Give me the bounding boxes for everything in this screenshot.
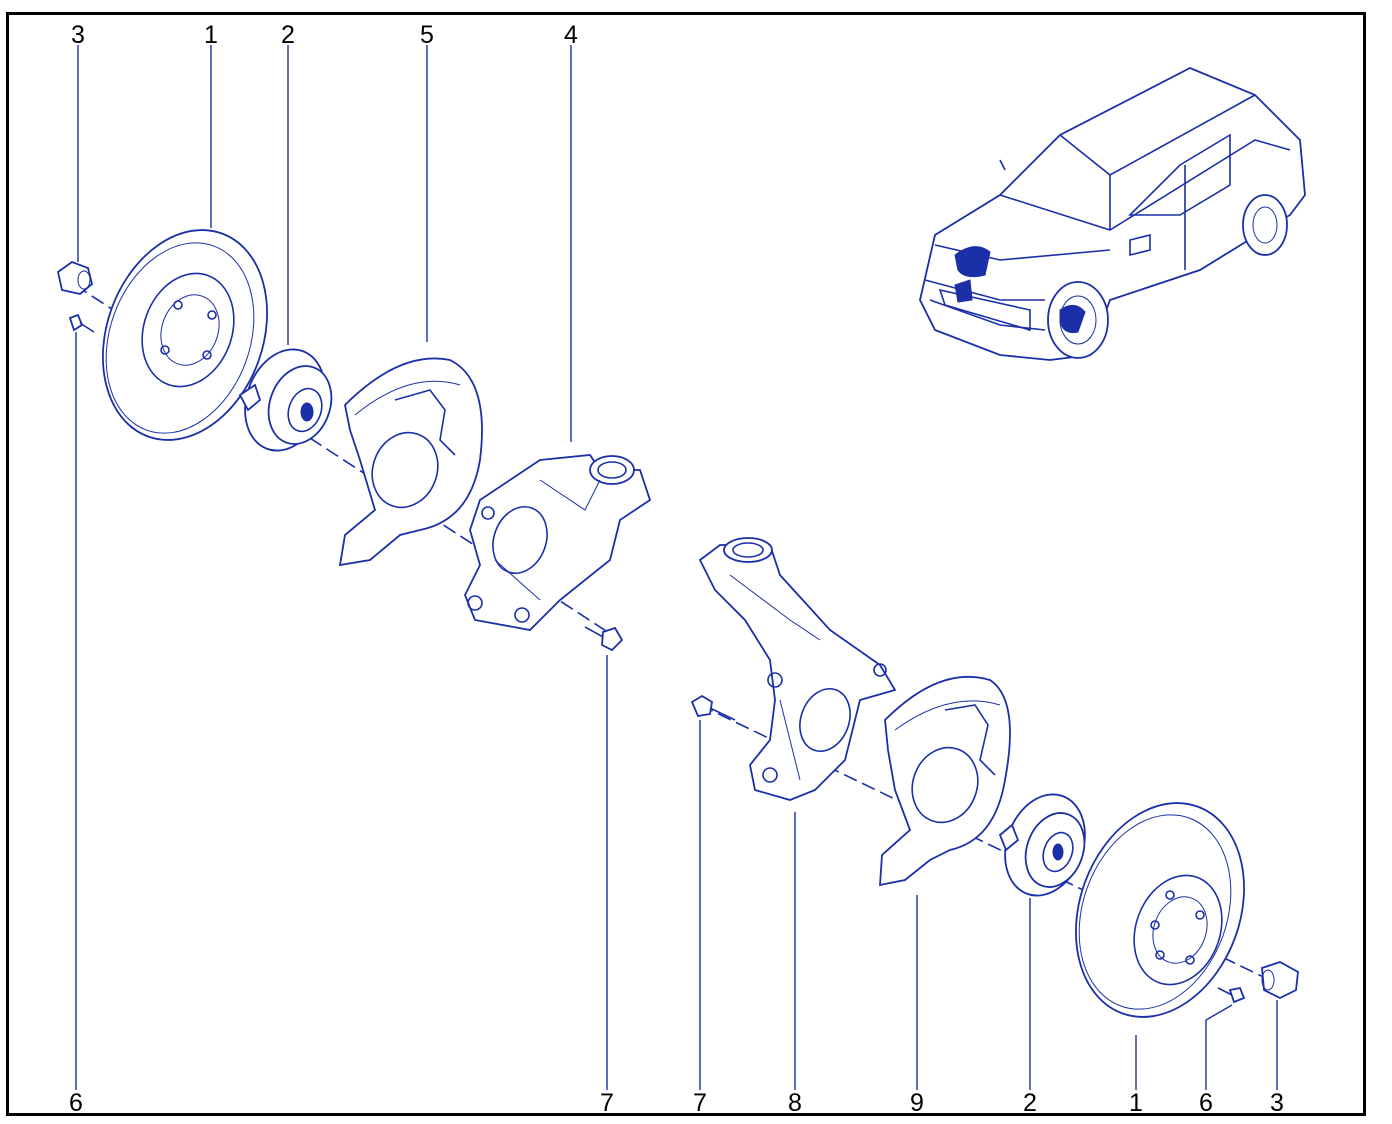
splash-shield-icon <box>338 357 483 567</box>
label-bottom-9: 9 <box>910 1089 924 1117</box>
brake-disc-icon <box>102 229 268 441</box>
label-bottom-1: 1 <box>1129 1089 1143 1117</box>
label-bottom-3: 3 <box>1270 1089 1284 1117</box>
splash-shield-icon <box>879 675 1011 887</box>
label-top-3: 3 <box>71 21 85 49</box>
label-top-5: 5 <box>420 21 434 49</box>
label-bottom-7b: 7 <box>693 1089 707 1117</box>
brake-disc-icon <box>1075 802 1245 1018</box>
label-top-2: 2 <box>281 21 295 49</box>
wheel-hub-icon <box>238 348 333 452</box>
bolt-icon <box>584 626 624 652</box>
leader-lines <box>75 45 1278 1090</box>
steering-knuckle-icon <box>464 454 652 631</box>
wheel-hub-icon <box>998 793 1086 897</box>
car-icon <box>919 67 1306 361</box>
screw-icon <box>68 313 95 333</box>
steering-knuckle-icon <box>698 537 897 801</box>
bolt-icon <box>690 694 736 721</box>
label-bottom-6a: 6 <box>69 1089 83 1117</box>
hub-nut-icon <box>56 260 94 295</box>
label-top-1: 1 <box>204 21 218 49</box>
screw-icon <box>1217 986 1246 1004</box>
label-top-4: 4 <box>564 21 578 49</box>
label-bottom-8: 8 <box>788 1089 802 1117</box>
label-bottom-7a: 7 <box>600 1089 614 1117</box>
label-bottom-6b: 6 <box>1199 1089 1213 1117</box>
hub-nut-icon <box>1261 961 1299 1000</box>
label-bottom-2: 2 <box>1023 1089 1037 1117</box>
